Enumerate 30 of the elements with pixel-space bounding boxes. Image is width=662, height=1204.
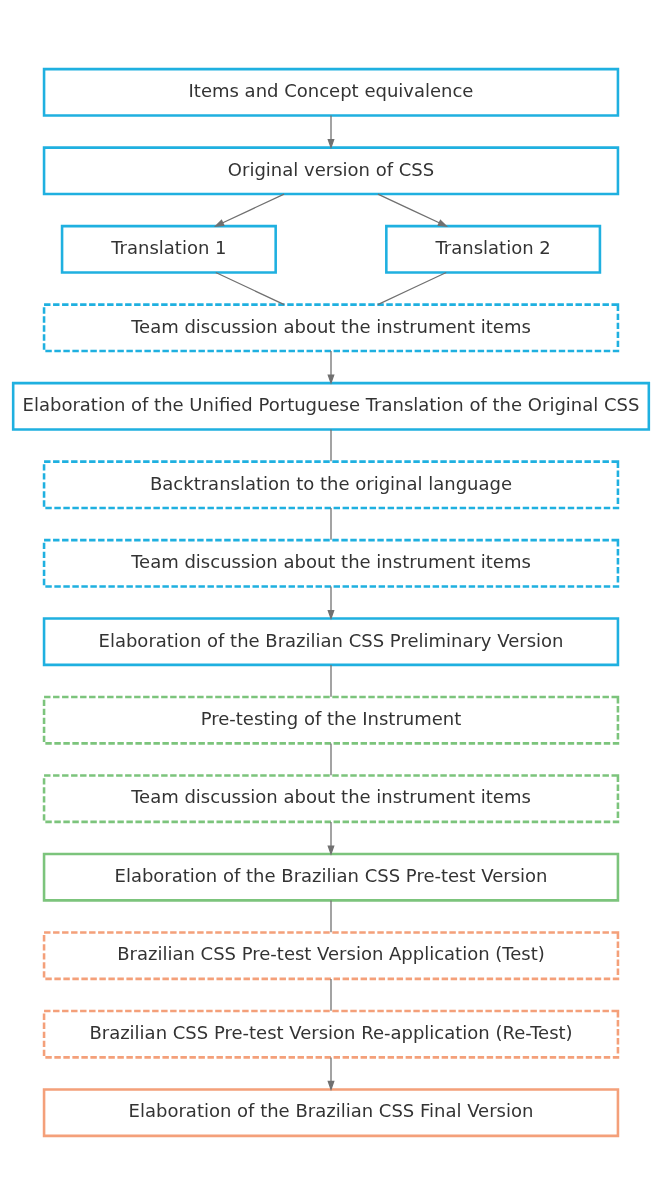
node-box: Elaboration of the Brazilian CSS Final Version (42, 1087, 620, 1137)
connector (330, 663, 332, 697)
connector (330, 742, 332, 776)
node-box: Translation 2 (385, 224, 602, 274)
node-box: Translation 1 (60, 224, 277, 274)
node-box: Elaboration of the Unified Portuguese Translation of the Original CSS (11, 381, 651, 431)
connector (330, 428, 332, 462)
node-box: Backtranslation to the original language (42, 459, 620, 509)
arrow (327, 820, 335, 856)
node-box: Elaboration of the Brazilian CSS Pre-test Version (42, 852, 620, 902)
arrow (213, 192, 285, 227)
connector (330, 899, 332, 933)
node-box: Elaboration of the Brazilian CSS Preliminary Version (42, 616, 620, 666)
node-box: Items and Concept equivalence (42, 67, 620, 117)
connector (215, 271, 285, 305)
node-box: Team discussion about the instrument items (42, 302, 620, 352)
arrow (327, 114, 335, 149)
arrow (327, 585, 335, 620)
node-box: Brazilian CSS Pre-test Version Application (Test) (42, 930, 620, 980)
node-box: Pre-testing of the Instrument (42, 695, 620, 745)
arrow (327, 349, 335, 385)
node-box: Brazilian CSS Pre-test Version Re-application (Re-Test) (42, 1009, 620, 1059)
connector (330, 506, 332, 540)
connector (330, 977, 332, 1011)
connector (377, 271, 447, 305)
node-box: Original version of CSS (42, 145, 620, 195)
arrow (377, 192, 449, 227)
node-box: Team discussion about the instrument items (42, 538, 620, 588)
arrow (327, 1056, 335, 1091)
node-box: Team discussion about the instrument items (42, 773, 620, 823)
